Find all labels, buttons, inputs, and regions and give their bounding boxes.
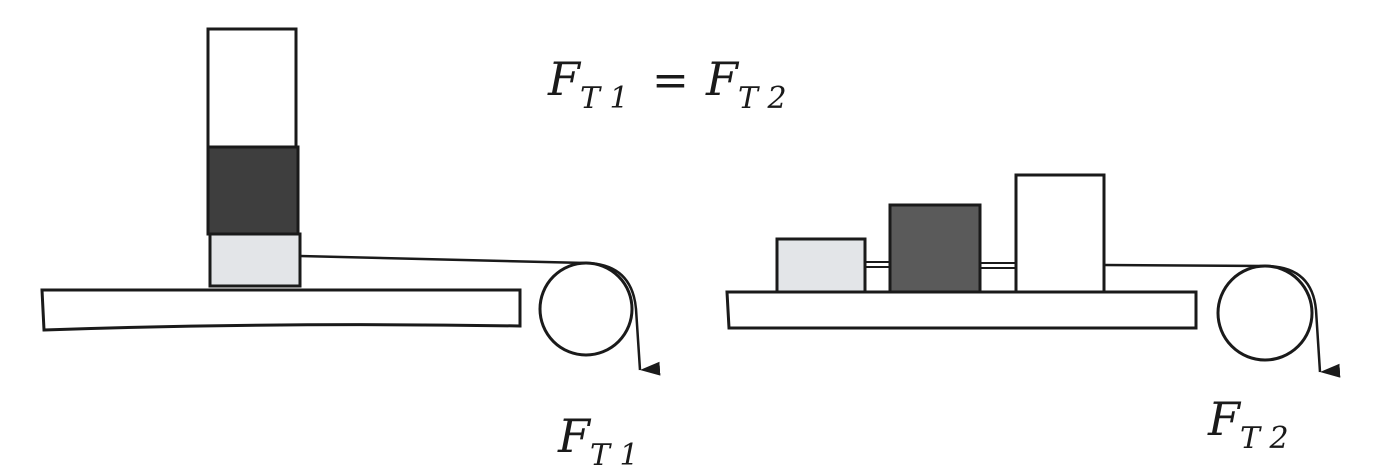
left-bottom-light-block	[208, 232, 302, 288]
right-force-subscript: T 2	[1240, 421, 1289, 456]
left-setup: F T 1	[40, 27, 661, 471]
left-force-subscript: T 1	[590, 438, 639, 471]
right-white-block	[1014, 173, 1106, 294]
equation-rhs-subscript: T 2	[738, 81, 787, 116]
right-pulley	[1216, 264, 1314, 362]
equation: F T 1 = F T 2	[547, 52, 787, 116]
equation-lhs-symbol: F	[547, 52, 582, 106]
right-connector-2	[978, 262, 1018, 269]
right-force-symbol: F	[1207, 392, 1242, 446]
right-dark-block	[888, 203, 982, 294]
right-light-block	[775, 237, 867, 294]
equation-lhs-subscript: T 1	[580, 81, 629, 116]
left-pulley	[538, 261, 634, 357]
right-string	[1103, 263, 1341, 378]
left-string	[299, 254, 661, 376]
left-middle-dark-block	[206, 145, 300, 236]
left-top-white-block	[206, 27, 298, 149]
left-force-symbol: F	[557, 409, 592, 463]
equation-equals: =	[652, 55, 689, 106]
right-setup: F T 2	[725, 173, 1341, 456]
left-table	[40, 288, 522, 332]
equation-rhs-symbol: F	[705, 52, 740, 106]
right-connector-1	[863, 261, 893, 268]
right-table	[725, 290, 1198, 330]
